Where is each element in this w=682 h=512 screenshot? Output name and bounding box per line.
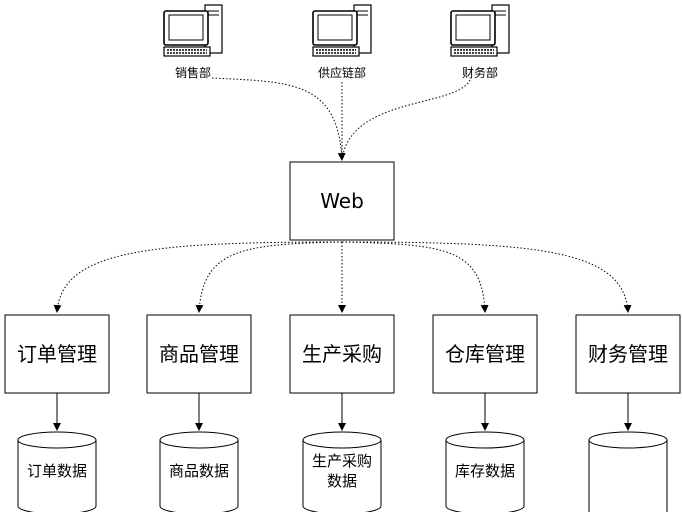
dept-label-supply: 供应链部: [318, 65, 366, 80]
dept-label-sales: 销售部: [175, 65, 211, 80]
web-server-box: [289, 161, 395, 241]
connector-web-to-order: [53, 241, 343, 313]
connector-sales-to-web: [211, 77, 346, 161]
connector-web-to-goods: [195, 241, 343, 313]
database-cylinder-purchase: [302, 431, 382, 512]
database-label-goods: 商品数据: [169, 462, 229, 480]
module-label-goods: 商品管理: [159, 342, 239, 366]
database-cylinder-goods: [159, 431, 239, 512]
module-label-order: 订单管理: [17, 342, 97, 366]
dept-label-finance: 财务部: [462, 65, 498, 80]
module-label-finance: 财务管理: [588, 342, 668, 366]
database-cylinder-order: [17, 431, 97, 512]
supply-computer-icon: [312, 4, 372, 57]
database-cylinder-warehouse: [445, 431, 525, 512]
finance-computer-icon: [450, 4, 510, 57]
module-label-purchase: 生产采购: [302, 342, 382, 366]
database-label-order: 订单数据: [27, 462, 87, 480]
sales-computer-icon: [163, 4, 223, 57]
module-box-order: [4, 314, 110, 394]
connector-finance-to-web: [341, 79, 471, 161]
web-label: Web: [320, 189, 364, 213]
module-box-finance: [575, 314, 681, 394]
database-label-warehouse: 库存数据: [455, 462, 515, 480]
module-box-warehouse: [432, 314, 538, 394]
connector-web-to-finance: [341, 241, 632, 313]
connector-web-to-warehouse: [341, 241, 489, 313]
database-label-purchase-line1: 生产采购: [312, 452, 372, 470]
database-label-purchase-line2: 数据: [327, 472, 357, 490]
module-box-purchase: [289, 314, 395, 394]
database-cylinder-finance: [588, 431, 668, 512]
module-label-warehouse: 仓库管理: [445, 342, 525, 366]
